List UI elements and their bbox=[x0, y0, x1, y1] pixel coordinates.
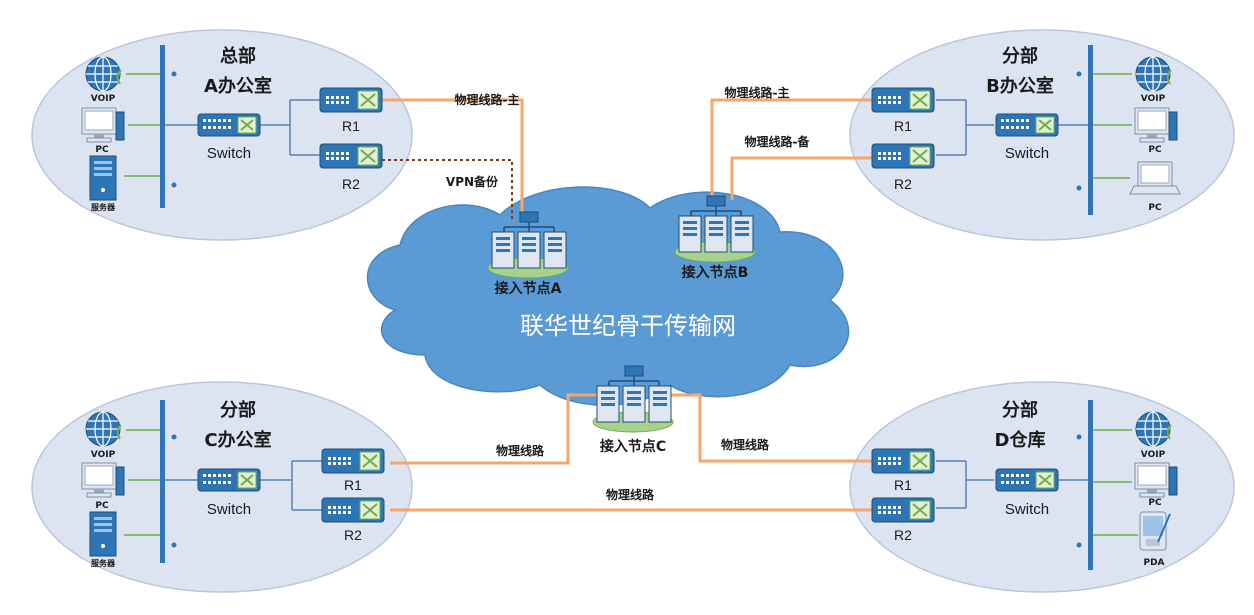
backbone-title: 联华世纪骨干传输网 bbox=[520, 312, 736, 340]
links-layer bbox=[382, 98, 872, 512]
office-a-r2-icon[interactable] bbox=[319, 143, 383, 169]
office-c-title-1: 分部 bbox=[220, 399, 256, 421]
office-d-switch-label: Switch bbox=[1005, 501, 1049, 518]
link-b-primary bbox=[710, 98, 872, 200]
label-c-d-r2: 物理线路 bbox=[606, 487, 655, 502]
office-a-r1-icon[interactable] bbox=[319, 87, 383, 113]
office-c-pc-label: PC bbox=[95, 501, 109, 511]
office-b-r2-label: R2 bbox=[894, 176, 912, 192]
office-b-r1-icon[interactable] bbox=[871, 87, 935, 113]
office-b-r1-label: R1 bbox=[894, 118, 912, 134]
office-b-voip-label: VOIP bbox=[1141, 94, 1166, 104]
office-a-voip-label: VOIP bbox=[91, 94, 116, 104]
office-b-pc1-label: PC bbox=[1148, 145, 1162, 155]
office-c-server-label: 服务器 bbox=[91, 558, 116, 568]
office-a-r2-label: R2 bbox=[342, 176, 360, 192]
office-d-title-2: D仓库 bbox=[995, 429, 1046, 451]
office-b-r2-icon[interactable] bbox=[871, 143, 935, 169]
office-d-title-1: 分部 bbox=[1002, 399, 1038, 421]
office-d-r1-label: R1 bbox=[894, 477, 912, 493]
office-c-switch-icon[interactable] bbox=[197, 468, 261, 492]
office-d-voip-label: VOIP bbox=[1141, 450, 1166, 460]
link-a-primary bbox=[382, 98, 524, 222]
office-c: 分部 C办公室 VOIP PC 服务器 Switch R1 R2 bbox=[81, 399, 385, 568]
office-a-r1-label: R1 bbox=[342, 118, 360, 134]
office-a-lan-bus bbox=[160, 45, 165, 208]
office-a-voip-icon[interactable] bbox=[85, 56, 122, 92]
label-b-backup: 物理线路-备 bbox=[745, 134, 811, 149]
access-node-a-label: 接入节点A bbox=[495, 280, 562, 297]
access-node-c-label: 接入节点C bbox=[600, 438, 666, 455]
office-b-lan-bus bbox=[1088, 45, 1093, 215]
access-node-b-label: 接入节点B bbox=[682, 264, 749, 281]
office-d-pda-label: PDA bbox=[1143, 558, 1164, 568]
office-c-title-2: C办公室 bbox=[204, 429, 271, 451]
office-d-voip-icon[interactable] bbox=[1135, 411, 1172, 447]
office-c-r1-label: R1 bbox=[344, 477, 362, 493]
office-b: 分部 B办公室 VOIP PC PC Switch R1 R2 bbox=[871, 45, 1181, 215]
office-c-lan-bus bbox=[160, 400, 165, 563]
label-c-r1: 物理线路 bbox=[496, 443, 545, 458]
office-d: 分部 D仓库 VOIP PC PDA Switch R1 R2 bbox=[871, 399, 1178, 570]
office-a-switch-icon[interactable] bbox=[197, 113, 261, 137]
office-d-r1-icon[interactable] bbox=[871, 448, 935, 474]
label-b-primary: 物理线路-主 bbox=[725, 85, 790, 100]
link-c-r1 bbox=[390, 393, 600, 465]
office-a-server-icon[interactable] bbox=[89, 155, 117, 201]
office-b-title-1: 分部 bbox=[1002, 45, 1038, 67]
link-b-backup bbox=[730, 156, 872, 200]
office-a-switch-label: Switch bbox=[207, 145, 251, 162]
office-d-pda-icon[interactable] bbox=[1139, 511, 1171, 551]
office-c-r2-icon[interactable] bbox=[321, 497, 385, 523]
office-c-voip-icon[interactable] bbox=[85, 411, 122, 447]
label-a-vpn: VPN备份 bbox=[446, 174, 499, 189]
office-a-title-2: A办公室 bbox=[204, 75, 272, 97]
office-a: 总部 A办公室 VOIP PC 服务器 Switch R1 R2 bbox=[81, 45, 383, 212]
office-c-r2-label: R2 bbox=[344, 527, 362, 543]
office-a-pc-label: PC bbox=[95, 145, 109, 155]
office-b-switch-label: Switch bbox=[1005, 145, 1049, 162]
office-b-title-2: B办公室 bbox=[986, 75, 1054, 97]
office-d-r2-icon[interactable] bbox=[871, 497, 935, 523]
office-d-pc-label: PC bbox=[1148, 498, 1162, 508]
office-d-r2-label: R2 bbox=[894, 527, 912, 543]
office-a-server-label: 服务器 bbox=[91, 202, 116, 212]
office-c-server-icon[interactable] bbox=[89, 511, 117, 557]
label-a-primary: 物理线路-主 bbox=[455, 92, 520, 107]
office-c-r1-icon[interactable] bbox=[321, 448, 385, 474]
office-d-switch-icon[interactable] bbox=[995, 468, 1059, 492]
office-c-switch-label: Switch bbox=[207, 501, 251, 518]
link-d-r1 bbox=[668, 393, 872, 463]
office-a-title-1: 总部 bbox=[220, 45, 256, 67]
office-b-pc2-icon[interactable] bbox=[1129, 161, 1181, 195]
office-d-lan-bus bbox=[1088, 400, 1093, 570]
office-b-voip-icon[interactable] bbox=[1135, 56, 1172, 92]
office-b-pc2-label: PC bbox=[1148, 203, 1162, 213]
backbone-cloud bbox=[366, 186, 850, 406]
label-d-r1: 物理线路 bbox=[721, 437, 770, 452]
office-b-switch-icon[interactable] bbox=[995, 113, 1059, 137]
office-c-voip-label: VOIP bbox=[91, 450, 116, 460]
link-a-vpn bbox=[382, 159, 513, 222]
